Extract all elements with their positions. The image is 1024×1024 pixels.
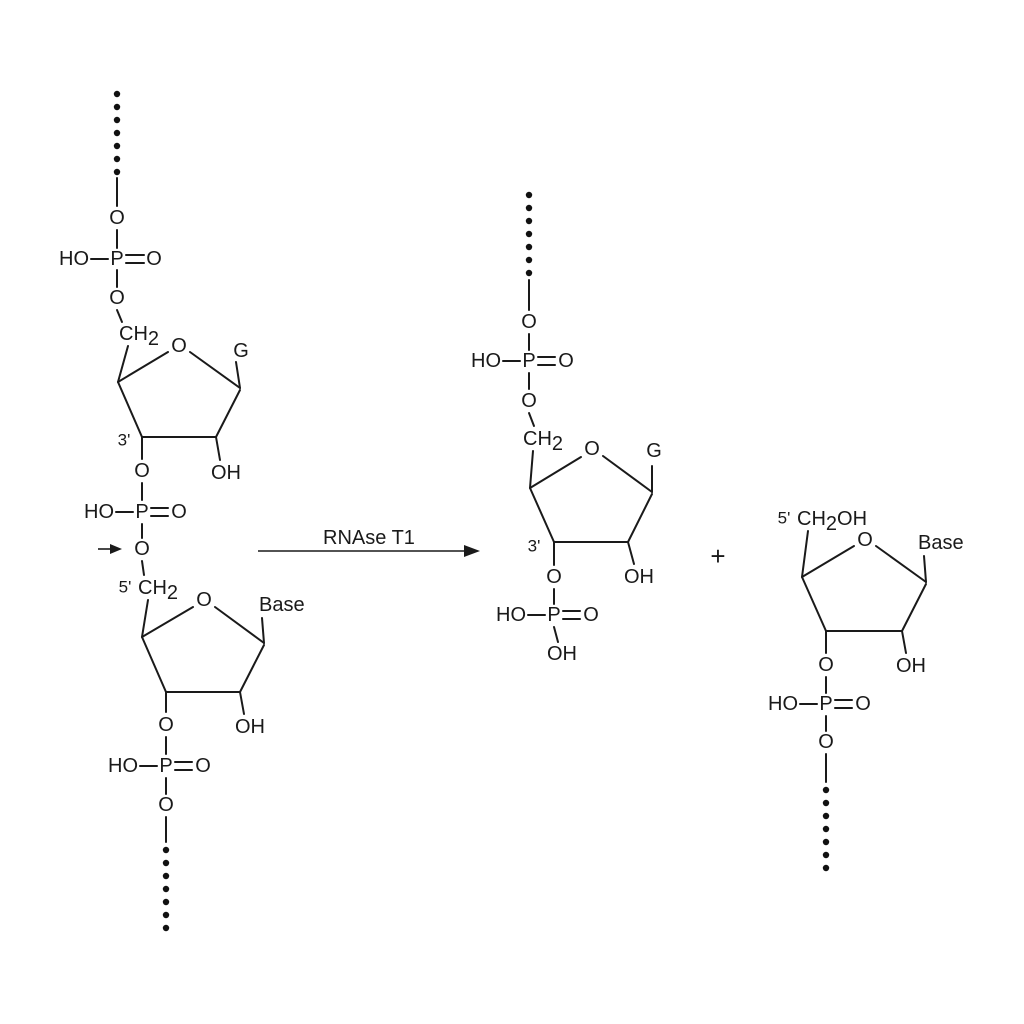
nucleoside-ribose: 5' CH2OH O Base OH [778,508,964,677]
atom-phosphorus: P [819,693,832,715]
ring-oxygen: O [584,438,600,460]
atom-oxygen: O [521,311,537,333]
atom-oxygen: O [195,755,211,777]
methylene-group: CH2 [523,428,563,455]
atom-oxygen: O [818,654,834,676]
base-guanine-label: G [646,440,662,462]
atom-oxygen: O [158,714,174,736]
position-5prime-label: 5' [119,578,132,597]
atom-hydroxyl: OH [547,643,577,665]
phosphodiester-cleavage-site: O HO P O O [84,460,187,576]
atom-phosphorus: P [159,755,172,777]
arrow-head [464,545,480,557]
atom-oxygen: O [109,287,125,309]
chain-continuation-bottom [162,846,170,932]
cleavage-pointer-arrow [110,544,122,554]
hydroxyl-2prime: OH [235,716,265,738]
atom-hydroxyl: HO [768,693,798,715]
atom-oxygen: O [171,501,187,523]
atom-hydroxyl: HO [108,755,138,777]
base-label: Base [259,594,305,616]
ring-oxygen: O [171,335,187,357]
product-5prime-hydroxyl-fragment: 5' CH2OH O Base OH O HO P O O [768,508,964,872]
atom-oxygen: O [558,350,574,372]
phosphate-group-top: O HO P O O [59,207,162,323]
nucleoside-ribose: 5' CH2 O Base OH [119,577,305,738]
substrate-rna-chain: O HO P O O CH2 O G OH 3' [59,90,305,932]
atom-oxygen: O [109,207,125,229]
hydroxyl-2prime: OH [211,462,241,484]
atom-oxygen-cleaved: O [134,538,150,560]
chain-continuation-top [525,191,533,277]
atom-oxygen: O [546,566,562,588]
atom-oxygen: O [855,693,871,715]
guanosine-ribose: CH2 O G OH 3' [117,323,249,484]
position-5prime-label: 5' [778,509,791,528]
base-label: Base [918,532,964,554]
atom-oxygen: O [583,604,599,626]
atom-oxygen: O [818,731,834,753]
chain-continuation-bottom [822,786,830,872]
atom-oxygen: O [521,390,537,412]
reaction-arrow: RNAse T1 [258,527,480,557]
hydroxyl-2prime: OH [624,566,654,588]
hydroxyl-2prime: OH [896,655,926,677]
atom-oxygen: O [134,460,150,482]
methylene-group: CH2 [119,323,159,350]
guanosine-ribose: CH2 O G OH 3' [523,428,662,588]
atom-hydroxyl: HO [59,248,89,270]
phosphate-group-bottom: O HO P O O [108,714,211,843]
phosphate-group-bottom: O HO P O O [768,654,871,783]
atom-hydroxyl: HO [496,604,526,626]
plus-sign: + [710,541,725,571]
base-guanine-label: G [233,340,249,362]
methylene-group: CH2 [138,577,178,604]
atom-oxygen: O [158,794,174,816]
ring-oxygen: O [857,529,873,551]
chain-continuation-top [113,90,121,176]
ring-oxygen: O [196,589,212,611]
hydroxymethyl-group: CH2OH [797,508,867,535]
phosphate-3prime-terminal: O HO P O OH [496,566,599,665]
product-guanosine-3prime-phosphate: O HO P O O CH2 O G OH 3' [471,191,662,665]
atom-phosphorus: P [547,604,560,626]
atom-phosphorus: P [135,501,148,523]
enzyme-label: RNAse T1 [323,527,415,549]
position-3prime-label: 3' [118,431,131,450]
atom-phosphorus: P [110,248,123,270]
phosphate-group-top: O HO P O O [471,311,574,427]
atom-hydroxyl: HO [84,501,114,523]
position-3prime-label: 3' [528,537,541,556]
atom-hydroxyl: HO [471,350,501,372]
atom-phosphorus: P [522,350,535,372]
atom-oxygen: O [146,248,162,270]
